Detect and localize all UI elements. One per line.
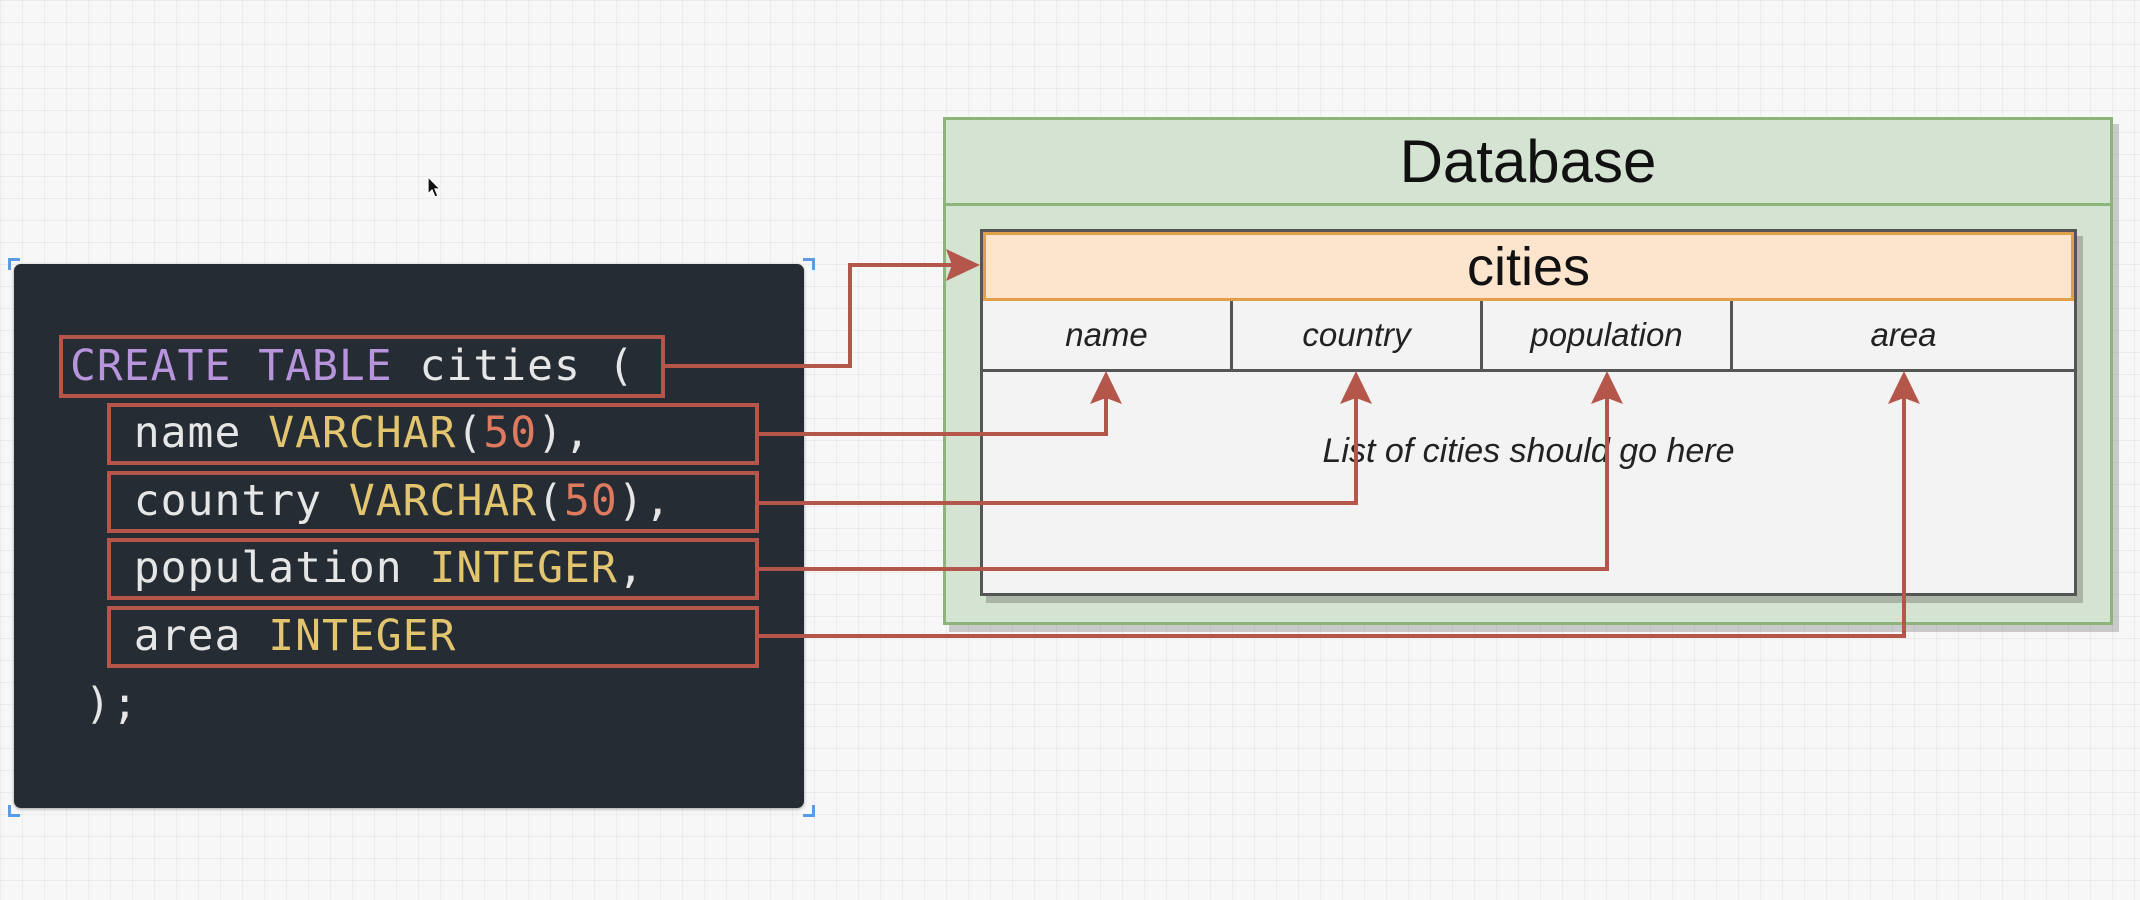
highlight-population-column [107, 538, 759, 600]
code-line-1: CREATE TABLE cities ( [70, 338, 635, 394]
code-token: ( [607, 341, 635, 391]
code-token: ), [537, 408, 591, 458]
code-token: area [80, 611, 269, 661]
column-header-area: area [1870, 316, 1937, 353]
code-token: ); [58, 679, 139, 729]
column-header-name: name [983, 301, 1233, 369]
code-token: INTEGER [268, 611, 457, 661]
code-token: 50 [564, 476, 618, 526]
highlight-country-column [107, 471, 759, 533]
code-line-2: name VARCHAR(50), [80, 405, 591, 461]
code-token: ), [617, 476, 672, 526]
code-token: country [80, 476, 349, 526]
database-title: Database [946, 120, 2110, 206]
code-token: ( [456, 408, 484, 458]
cities-table[interactable]: cities name country population area List… [980, 229, 2077, 596]
table-placeholder-text: List of cities should go here [1322, 432, 1735, 470]
code-token: population [80, 543, 430, 593]
code-token: CREATE TABLE [70, 341, 393, 391]
highlight-area-column [107, 606, 759, 668]
mouse-pointer-icon [427, 176, 442, 198]
code-token: cities [392, 341, 608, 391]
selection-handle-bottom-left[interactable] [8, 805, 20, 817]
table-title: cities [983, 232, 2074, 301]
code-token: 50 [483, 408, 538, 458]
code-line-4: population INTEGER, [80, 540, 645, 596]
selection-handle-top-left[interactable] [8, 258, 20, 270]
code-line-6: ); [58, 676, 139, 732]
selection-handle-bottom-right[interactable] [803, 805, 815, 817]
code-token: name [80, 408, 269, 458]
code-token: VARCHAR [348, 476, 538, 526]
code-line-3: country VARCHAR(50), [80, 473, 672, 529]
highlight-name-column [107, 403, 759, 465]
column-header-country: country [1233, 301, 1483, 369]
highlight-create-table [59, 335, 665, 398]
code-token: ( [537, 476, 564, 526]
column-header-row: name country population area [983, 301, 2074, 372]
code-token: , [617, 543, 645, 593]
code-token: VARCHAR [268, 408, 457, 458]
column-header-population: population [1483, 301, 1733, 369]
selection-handle-top-right[interactable] [803, 258, 815, 270]
code-token: INTEGER [429, 543, 618, 593]
code-line-5: area INTEGER [80, 608, 456, 664]
